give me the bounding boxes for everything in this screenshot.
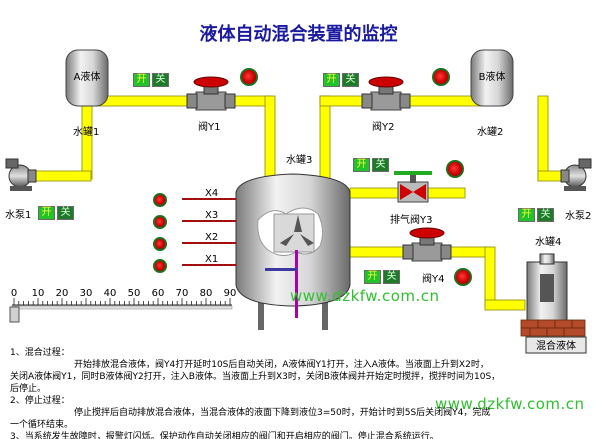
valve-y4-close-button[interactable]: 关	[383, 270, 400, 284]
scale-tick-label: 0	[11, 288, 17, 299]
note-line-3: 关闭A液体阀Y1，同时B液体阀Y2打开，注入B液体。当液面上升到X3时，关闭B液…	[10, 372, 501, 382]
brick-base	[520, 319, 586, 337]
tank-2-label: 水罐2	[477, 125, 503, 138]
valve-y4-open-button[interactable]: 开	[364, 270, 381, 284]
note-line-8: 3、当系统发生故障时，报警灯闪烁。保护动作自动关闭相应的阀门和开启相应的阀门。停…	[10, 432, 439, 439]
valve-y1[interactable]	[186, 76, 236, 111]
tank-3	[235, 173, 351, 330]
valve-y1-close-button[interactable]: 关	[152, 73, 169, 87]
tank-4	[520, 253, 586, 337]
note-line-6: 停止搅拌后自动排放混合液体，当混合液体的液面下降到液位3=50时，开始计时到5S…	[74, 408, 491, 418]
level-slider-thumb	[9, 306, 20, 323]
valve-y3-open-button[interactable]: 开	[353, 158, 370, 172]
tank-2-content-label: B液体	[479, 70, 506, 83]
pump-2[interactable]	[560, 158, 592, 191]
scale-tick-label: 90	[224, 288, 237, 299]
tank-3-label: 水罐3	[286, 153, 312, 166]
tank-1-content-label: A液体	[74, 70, 101, 83]
scale-tick-label: 70	[176, 288, 189, 299]
scale-tick-label: 40	[104, 288, 117, 299]
level-scale	[11, 298, 233, 310]
watermark: www.dzkfw.com.cn	[290, 287, 440, 305]
mixer-shaft	[295, 250, 298, 318]
sensor-x2-indicator-lamp	[153, 237, 167, 251]
valve-y2-label: 阀Y2	[372, 120, 394, 133]
page-title: 液体自动混合装置的监控	[199, 24, 398, 45]
tank-2: B液体	[470, 49, 514, 107]
valve-y2-open-button[interactable]: 开	[323, 73, 340, 87]
valve-y3-indicator-lamp	[446, 160, 464, 178]
valve-y3-label: 排气阀Y3	[390, 213, 432, 226]
tank-4-label: 水罐4	[535, 235, 561, 248]
tank-1: A液体	[65, 49, 109, 107]
valve-y1-indicator-lamp	[240, 68, 258, 86]
pump-2-start-button[interactable]: 开	[518, 208, 535, 222]
scale-tick-label: 60	[152, 288, 165, 299]
pump-1-stop-button[interactable]: 关	[57, 206, 74, 220]
scale-tick-label: 50	[128, 288, 141, 299]
sensor-x1-label: X1	[205, 254, 218, 265]
valve-y3-close-button[interactable]: 关	[372, 158, 389, 172]
note-line-5: 2、停止过程：	[10, 396, 70, 406]
valve-y2-indicator-lamp	[432, 68, 450, 86]
note-line-2: 开始排放混合液体，阀Y4打开延时10S后自动关闭，A液体阀Y1打开，注入A液体。…	[74, 360, 489, 370]
valve-y4-indicator-lamp	[454, 268, 472, 286]
note-line-4: 后停止。	[10, 384, 47, 394]
pump-2-label: 水泵2	[565, 210, 591, 222]
valve-y4-label: 阀Y4	[422, 272, 444, 285]
valve-y2-close-button[interactable]: 关	[342, 73, 359, 87]
valve-y4[interactable]	[402, 227, 452, 262]
sensor-x4-label: X4	[205, 188, 218, 199]
valve-y1-label: 阀Y1	[198, 120, 220, 133]
tank-1-label: 水罐1	[73, 125, 99, 138]
mixer-blade	[280, 215, 314, 246]
sensor-x1-indicator-lamp	[153, 259, 167, 273]
sensor-x4-indicator-lamp	[153, 193, 167, 207]
valve-y1-open-button[interactable]: 开	[133, 73, 150, 87]
sensor-x2-label: X2	[205, 232, 218, 243]
valve-y3[interactable]	[394, 171, 432, 203]
sensor-x3-indicator-lamp	[153, 215, 167, 229]
valve-y2[interactable]	[361, 76, 411, 111]
pump-1[interactable]	[5, 158, 37, 191]
tank-4-content-label: 混合液体	[536, 339, 576, 352]
note-line-1: 1、混合过程：	[10, 348, 70, 358]
note-line-7: 一个循环结束。	[10, 420, 74, 430]
watermark: www.dzkfw.com.cn	[435, 395, 585, 413]
scale-tick-label: 30	[80, 288, 93, 299]
scale-tick-label: 10	[32, 288, 45, 299]
pump-1-label: 水泵1	[5, 209, 31, 221]
scale-tick-label: 20	[56, 288, 69, 299]
level-sensors	[182, 198, 236, 266]
pump-1-start-button[interactable]: 开	[38, 206, 55, 220]
pump-2-stop-button[interactable]: 关	[537, 208, 554, 222]
scale-tick-label: 80	[200, 288, 213, 299]
sensor-x3-label: X3	[205, 210, 218, 221]
